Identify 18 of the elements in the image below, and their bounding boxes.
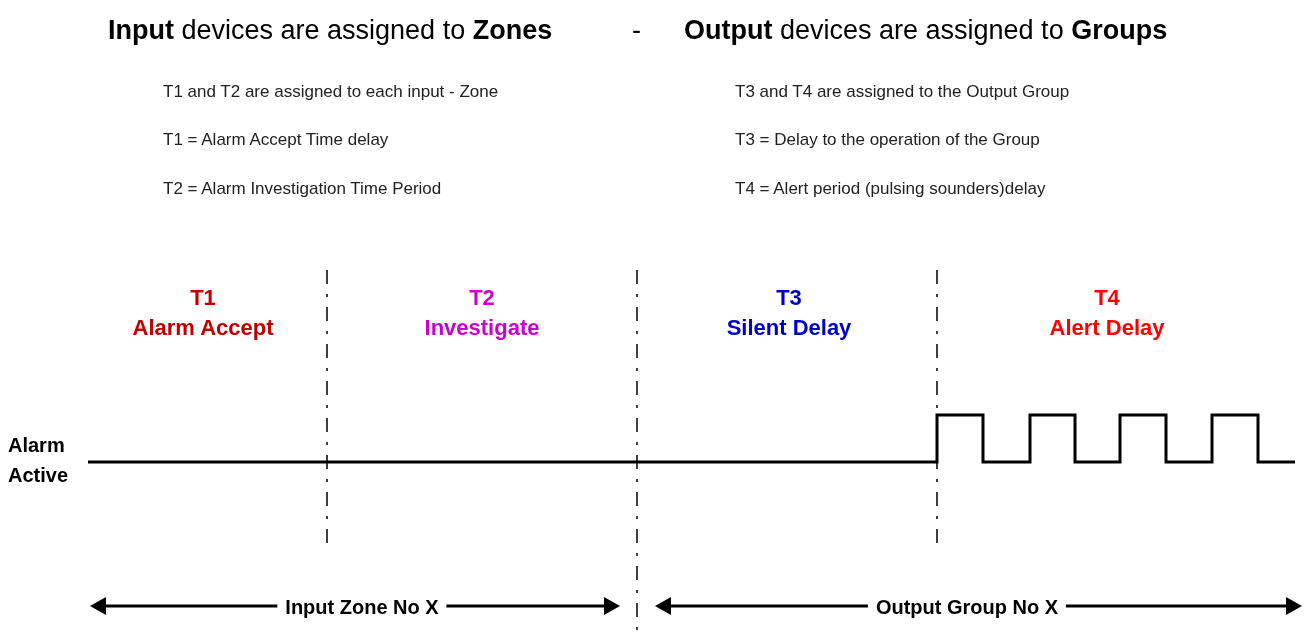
note-text: T4 = Alert period (pulsing sounders)delay [735,178,1046,200]
phase-name: Investigate [424,314,540,342]
note-text: T2 = Alarm Investigation Time Period [163,178,442,200]
note-text: T1 = Alarm Accept Time delay [163,129,389,151]
phase-number: T2 [469,284,495,312]
signal-label: Alarm Active [8,433,70,488]
heading-separator: - [632,14,641,47]
phase-name: Silent Delay [726,314,852,342]
note-text: T1 and T2 are assigned to each input - Zone [163,81,499,103]
phase-name: Alert Delay [1049,314,1165,342]
note-text: T3 = Delay to the operation of the Group [735,129,1040,151]
phase-number: T4 [1094,284,1120,312]
heading: Output devices are assigned to Groups [684,14,1168,47]
note-text: T3 and T4 are assigned to the Output Group [735,81,1070,103]
phase-number: T1 [190,284,216,312]
heading: Input devices are assigned to Zones [108,14,553,47]
phase-number: T3 [776,284,802,312]
phase-name: Alarm Accept [132,314,274,342]
